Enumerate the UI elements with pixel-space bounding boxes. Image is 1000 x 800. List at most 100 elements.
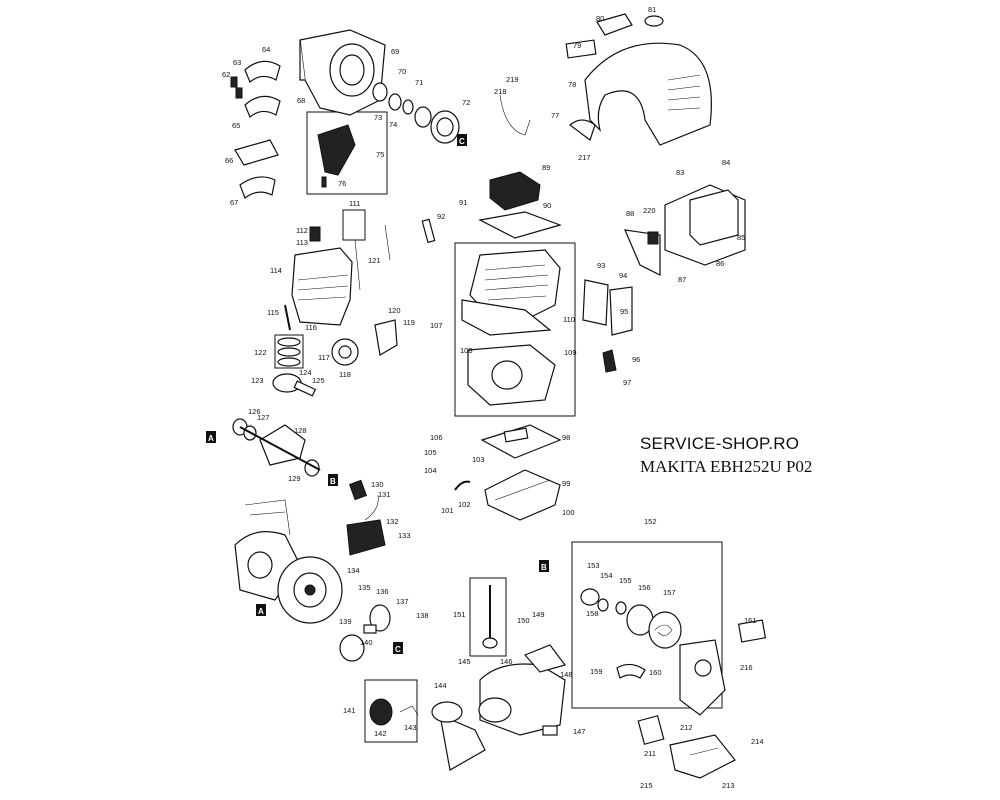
part-label-63: 63 bbox=[233, 58, 241, 67]
part-label-105: 105 bbox=[424, 448, 437, 457]
model-title: MAKITA EBH252U P02 bbox=[640, 457, 813, 476]
decompressor-lever bbox=[374, 319, 398, 356]
flywheel bbox=[277, 556, 343, 624]
part-label-158: 158 bbox=[586, 609, 599, 618]
clutch-bearings bbox=[372, 82, 460, 144]
part-label-219: 219 bbox=[506, 75, 519, 84]
part-label-121: 121 bbox=[368, 256, 381, 265]
marker-b-crank: B bbox=[328, 474, 338, 486]
part-label-148: 148 bbox=[560, 670, 573, 679]
insulator-gasket bbox=[582, 279, 609, 326]
site-watermark: SERVICE-SHOP.RO bbox=[640, 434, 800, 453]
part-label-97: 97 bbox=[623, 378, 631, 387]
part-label-129: 129 bbox=[288, 474, 301, 483]
part-label-70: 70 bbox=[398, 67, 406, 76]
part-label-68: 68 bbox=[297, 96, 305, 105]
air-cleaner-base bbox=[480, 424, 562, 459]
part-label-123: 123 bbox=[251, 376, 264, 385]
svg-text:A: A bbox=[208, 434, 214, 443]
part-label-120: 120 bbox=[388, 306, 401, 315]
part-label-139: 139 bbox=[339, 617, 352, 626]
part-label-147: 147 bbox=[573, 727, 586, 736]
part-label-122: 122 bbox=[254, 348, 267, 357]
part-label-96: 96 bbox=[632, 355, 640, 364]
fuel-filter bbox=[482, 637, 498, 649]
part-label-67: 67 bbox=[230, 198, 238, 207]
ignition-coil bbox=[346, 479, 386, 556]
part-label-218: 218 bbox=[494, 87, 507, 96]
part-label-98: 98 bbox=[562, 433, 570, 442]
part-label-62: 62 bbox=[222, 70, 230, 79]
marker-a-flywheel: A bbox=[256, 604, 266, 616]
part-label-90: 90 bbox=[543, 201, 551, 210]
part-label-215: 215 bbox=[640, 781, 653, 790]
marker-c-housing: C bbox=[457, 134, 467, 146]
svg-text:C: C bbox=[459, 137, 465, 146]
ignition-wire bbox=[499, 94, 531, 136]
part-label-78: 78 bbox=[568, 80, 576, 89]
part-label-99: 99 bbox=[562, 479, 570, 488]
oil-filter bbox=[369, 698, 393, 726]
spark-plug bbox=[421, 218, 436, 244]
clip-143 bbox=[399, 705, 419, 716]
part-label-113: 113 bbox=[296, 238, 308, 247]
part-label-92: 92 bbox=[437, 212, 445, 221]
part-label-118: 118 bbox=[339, 370, 351, 379]
frame-rocker bbox=[342, 209, 366, 241]
part-label-125: 125 bbox=[312, 376, 325, 385]
part-label-107: 107 bbox=[430, 321, 443, 330]
part-label-152: 152 bbox=[644, 517, 657, 526]
frame-fuel-pipe bbox=[469, 577, 507, 657]
part-label-73: 73 bbox=[374, 113, 382, 122]
svg-text:B: B bbox=[541, 563, 547, 572]
cap-147 bbox=[542, 725, 558, 736]
part-label-115: 115 bbox=[267, 308, 279, 317]
part-label-101: 101 bbox=[441, 506, 454, 515]
part-label-135: 135 bbox=[358, 583, 371, 592]
part-label-112: 112 bbox=[296, 226, 308, 235]
frame-starter-assembly bbox=[571, 541, 723, 709]
part-label-220: 220 bbox=[643, 206, 656, 215]
part-label-110: 110 bbox=[563, 315, 575, 324]
part-label-137: 137 bbox=[396, 597, 409, 606]
svg-text:A: A bbox=[258, 607, 264, 616]
part-label-75: 75 bbox=[376, 150, 384, 159]
part-label-111: 111 bbox=[349, 199, 360, 208]
part-label-119: 119 bbox=[403, 318, 415, 327]
marker-a-crank: A bbox=[206, 431, 216, 443]
part-label-128: 128 bbox=[294, 426, 307, 435]
part-label-211: 211 bbox=[644, 749, 656, 758]
part-label-80: 80 bbox=[596, 14, 604, 23]
crankshaft bbox=[232, 418, 321, 477]
part-label-143: 143 bbox=[404, 723, 417, 732]
part-label-151: 151 bbox=[453, 610, 466, 619]
part-label-74: 74 bbox=[389, 120, 397, 129]
part-label-161: 161 bbox=[744, 616, 757, 625]
part-label-76: 76 bbox=[338, 179, 346, 188]
starter-case bbox=[637, 619, 767, 745]
cylinder-head bbox=[291, 224, 391, 326]
part-label-93: 93 bbox=[597, 261, 605, 270]
muffler-assembly bbox=[624, 184, 746, 276]
part-label-217: 217 bbox=[578, 153, 591, 162]
part-label-138: 138 bbox=[416, 611, 429, 620]
part-label-127: 127 bbox=[257, 413, 270, 422]
part-label-154: 154 bbox=[600, 571, 613, 580]
part-label-134: 134 bbox=[347, 566, 360, 575]
part-label-83: 83 bbox=[676, 168, 684, 177]
part-label-79: 79 bbox=[573, 41, 581, 50]
part-label-91: 91 bbox=[459, 198, 467, 207]
part-label-106: 106 bbox=[430, 433, 443, 442]
part-label-157: 157 bbox=[663, 588, 676, 597]
part-label-69: 69 bbox=[391, 47, 399, 56]
part-label-145: 145 bbox=[458, 657, 471, 666]
part-label-141: 141 bbox=[343, 706, 356, 715]
clamp-217 bbox=[569, 119, 596, 141]
part-label-66: 66 bbox=[225, 156, 233, 165]
part-number-labels: 6263646566676869707172737475767778798081… bbox=[222, 5, 764, 790]
part-label-85: 85 bbox=[737, 233, 745, 242]
part-label-212: 212 bbox=[680, 723, 693, 732]
rubber-handle bbox=[317, 124, 356, 176]
part-label-140: 140 bbox=[360, 638, 373, 647]
air-cleaner-box bbox=[484, 469, 561, 521]
